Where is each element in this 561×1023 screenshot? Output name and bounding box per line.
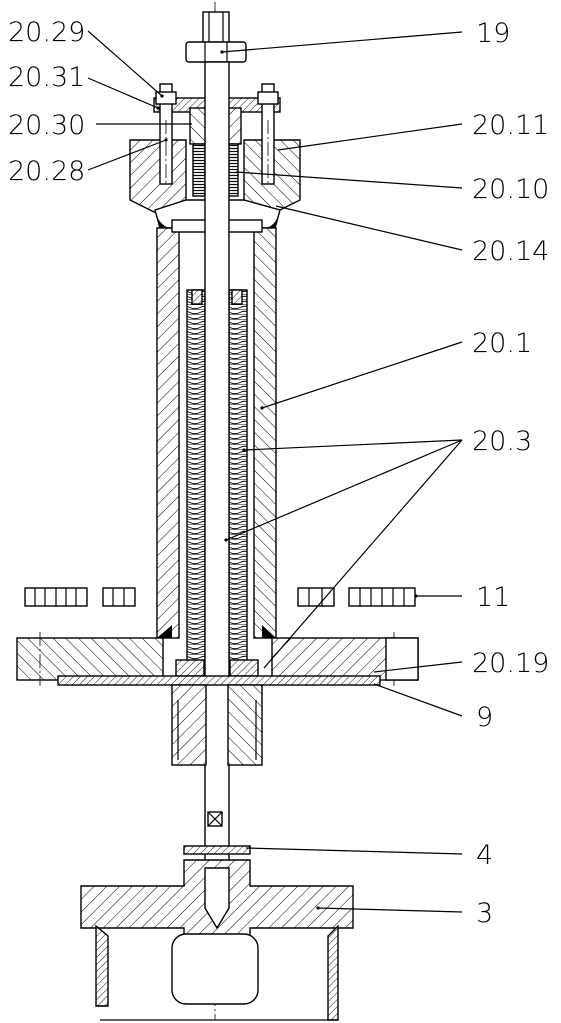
callout-20-1: 20.1	[472, 328, 532, 359]
leader-lines	[87, 30, 463, 913]
callout-20-3: 20.3	[472, 426, 532, 457]
callout-20-31: 20.31	[8, 62, 85, 93]
callout-20-28: 20.28	[8, 156, 85, 187]
callout-20-11: 20.11	[472, 110, 549, 141]
callout-labels: 20.29 20.31 20.30 20.28 19 20.11 20.10 2…	[8, 17, 549, 929]
callout-20-14: 20.14	[472, 236, 549, 267]
callout-19: 19	[476, 18, 510, 49]
gland-assembly	[129, 83, 301, 229]
callout-20-29: 20.29	[8, 17, 85, 48]
callout-20-30: 20.30	[8, 110, 85, 141]
stem-square-lower	[207, 811, 223, 827]
callout-20-10: 20.10	[472, 174, 549, 205]
flange-nuts	[24, 587, 416, 607]
valve-disc	[80, 845, 354, 1021]
lower-flange	[16, 625, 419, 766]
callout-20-19: 20.19	[472, 648, 549, 679]
bellows	[186, 289, 248, 671]
stem	[204, 61, 230, 911]
callout-9: 9	[476, 702, 493, 733]
callout-3: 3	[476, 898, 493, 929]
extension-tube	[156, 219, 277, 639]
callout-11: 11	[476, 582, 510, 613]
callout-4: 4	[476, 840, 493, 871]
